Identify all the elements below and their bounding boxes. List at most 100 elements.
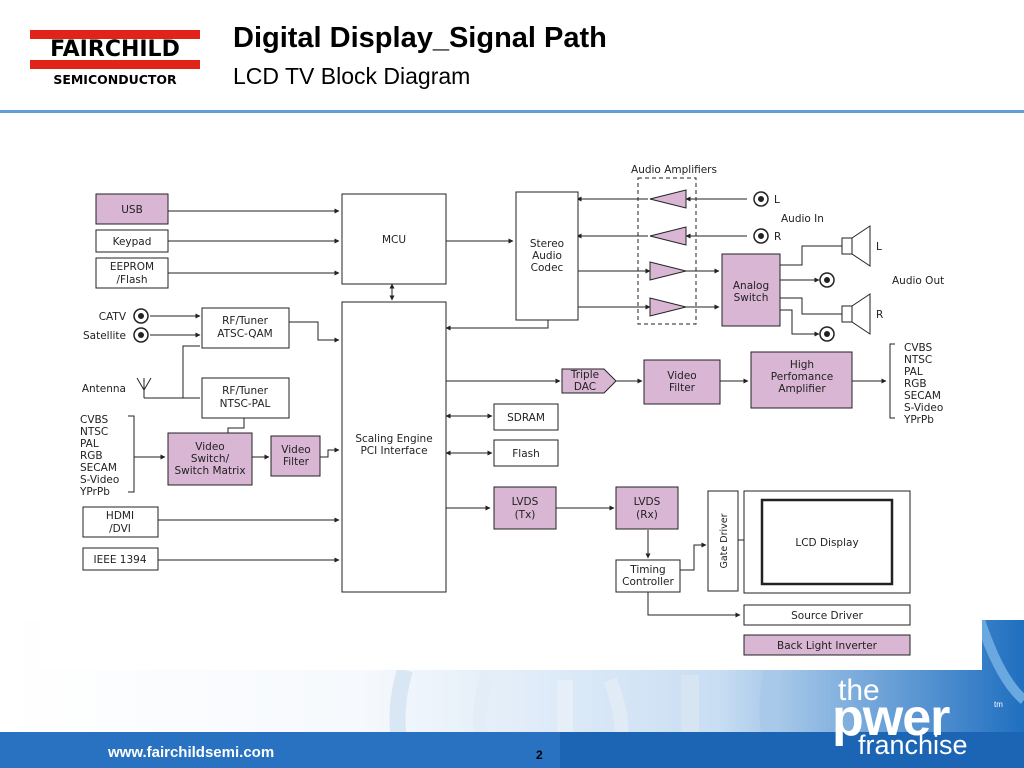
output-format-list: CVBS NTSC PAL RGB SECAM S-Video YPrPb xyxy=(903,342,943,426)
video-filter-2-label-2: Filter xyxy=(669,382,696,394)
sdram-label: SDRAM xyxy=(507,412,545,424)
triple-dac-block xyxy=(561,368,617,394)
audio-amplifiers-frame xyxy=(637,177,697,325)
rf-tuner-2-label-1: RF/Tuner xyxy=(222,385,268,397)
brand-franchise: franchise xyxy=(858,730,968,760)
speaker-right-label: R xyxy=(876,309,883,321)
hpa-label-1: High xyxy=(790,359,814,371)
page-subtitle: LCD TV Block Diagram xyxy=(233,63,471,89)
audio-out-label: Audio Out xyxy=(892,275,944,287)
input-format-item: NTSC xyxy=(80,426,108,438)
hdmi-label-1: HDMI xyxy=(106,510,134,522)
audio-amplifiers-label: Audio Amplifiers xyxy=(631,164,717,176)
output-format-item: YPrPb xyxy=(903,414,934,426)
logo-top-text: FAIRCHILD xyxy=(50,37,180,62)
ieee-1394-block xyxy=(82,547,159,571)
brand-power: pwer xyxy=(832,689,950,747)
usb-label: USB xyxy=(121,204,143,216)
sdram-block xyxy=(493,403,559,431)
eeprom-block xyxy=(95,257,169,289)
satellite-label: Satellite xyxy=(83,330,126,342)
audio-in-right-label: R xyxy=(774,231,781,243)
timing-controller-block xyxy=(615,559,681,593)
output-format-item: PAL xyxy=(904,366,923,378)
analog-switch-label-1: Analog xyxy=(733,280,769,292)
lvds-tx-label-2: (Tx) xyxy=(515,509,536,521)
hdmi-label-2: /DVI xyxy=(109,523,131,535)
input-format-item: SECAM xyxy=(80,462,117,474)
page-title: Digital Display_Signal Path xyxy=(233,22,607,54)
gate-driver-label: Gate Driver xyxy=(719,513,730,568)
rf-tuner-ntsc-block xyxy=(201,377,290,419)
lcd-tv-block-diagram: Audio Amplifiers xyxy=(40,150,982,670)
video-filter-1-label-1: Video xyxy=(281,444,310,456)
video-filter-2-label-1: Video xyxy=(667,370,696,382)
stereo-audio-codec-block xyxy=(515,191,579,321)
scaling-engine-block xyxy=(341,301,447,593)
video-filter-1-block xyxy=(270,435,321,477)
back-light-label: Back Light Inverter xyxy=(777,640,878,652)
stereo-label-3: Codec xyxy=(531,262,564,274)
hpa-label-2: Perfomance xyxy=(771,371,833,383)
source-driver-label: Source Driver xyxy=(791,610,863,622)
ieee-label: IEEE 1394 xyxy=(93,554,146,566)
left-speaker-icon xyxy=(841,237,853,255)
page-number: 2 xyxy=(536,748,543,762)
logo-bottom-text: SEMICONDUCTOR xyxy=(53,72,177,87)
input-format-item: RGB xyxy=(80,450,103,462)
input-format-item: CVBS xyxy=(80,414,109,426)
brand-tm: tm xyxy=(994,700,1003,709)
right-speaker-icon xyxy=(841,305,853,323)
video-switch-label-2: Switch/ xyxy=(191,453,230,465)
video-switch-block xyxy=(167,432,253,486)
audio-amplifier-right-out xyxy=(649,297,687,317)
mcu-label: MCU xyxy=(382,234,406,246)
lcd-display-panel xyxy=(760,498,894,586)
input-format-list: CVBS NTSC PAL RGB SECAM S-Video YPrPb xyxy=(79,414,119,498)
lvds-rx-label-2: (Rx) xyxy=(636,509,658,521)
output-format-item: CVBS xyxy=(904,342,933,354)
audio-amplifier-left-in xyxy=(649,189,687,209)
triple-dac-label-1: Triple xyxy=(570,369,599,381)
video-switch-label-3: Switch Matrix xyxy=(174,465,245,477)
flash-block xyxy=(493,439,559,467)
scaling-label-2: PCI Interface xyxy=(360,445,427,457)
output-format-item: RGB xyxy=(904,378,927,390)
footer-background xyxy=(0,620,1024,768)
video-switch-label-1: Video xyxy=(195,441,224,453)
lvds-tx-label-1: LVDS xyxy=(512,496,539,508)
audio-amplifier-right-in xyxy=(649,226,687,246)
timing-label-2: Controller xyxy=(622,576,674,588)
audio-in-label: Audio In xyxy=(781,213,824,225)
catv-label: CATV xyxy=(99,311,127,323)
output-format-item: SECAM xyxy=(904,390,941,402)
output-format-item: NTSC xyxy=(904,354,932,366)
input-format-item: PAL xyxy=(80,438,99,450)
stereo-label-2: Audio xyxy=(532,250,562,262)
source-driver-block xyxy=(743,604,911,626)
triple-dac-label-2: DAC xyxy=(574,381,596,393)
rf-tuner-1-label-1: RF/Tuner xyxy=(222,315,268,327)
eeprom-label-1: EEPROM xyxy=(110,261,154,273)
antenna-label: Antenna xyxy=(82,383,126,395)
output-format-item: S-Video xyxy=(904,402,943,414)
hdmi-dvi-block xyxy=(82,506,159,538)
header-divider xyxy=(0,110,1024,113)
gate-driver-block xyxy=(707,490,739,592)
speaker-left-label: L xyxy=(876,241,882,253)
back-light-inverter-block xyxy=(743,634,911,656)
mcu-block xyxy=(341,193,447,285)
high-performance-amplifier-block xyxy=(750,351,853,409)
stereo-label-1: Stereo xyxy=(530,238,564,250)
keypad-label: Keypad xyxy=(113,236,152,248)
input-format-item: S-Video xyxy=(80,474,119,486)
video-filter-2-block xyxy=(643,359,721,405)
lvds-tx-block xyxy=(493,486,557,530)
lcd-display-label: LCD Display xyxy=(795,537,858,549)
video-filter-1-label-2: Filter xyxy=(283,456,310,468)
hpa-label-3: Amplifier xyxy=(778,383,826,395)
rf-tuner-atsc-block xyxy=(201,307,290,349)
flash-label: Flash xyxy=(512,448,540,460)
audio-amplifier-left-out xyxy=(649,261,687,281)
usb-block xyxy=(95,193,169,225)
